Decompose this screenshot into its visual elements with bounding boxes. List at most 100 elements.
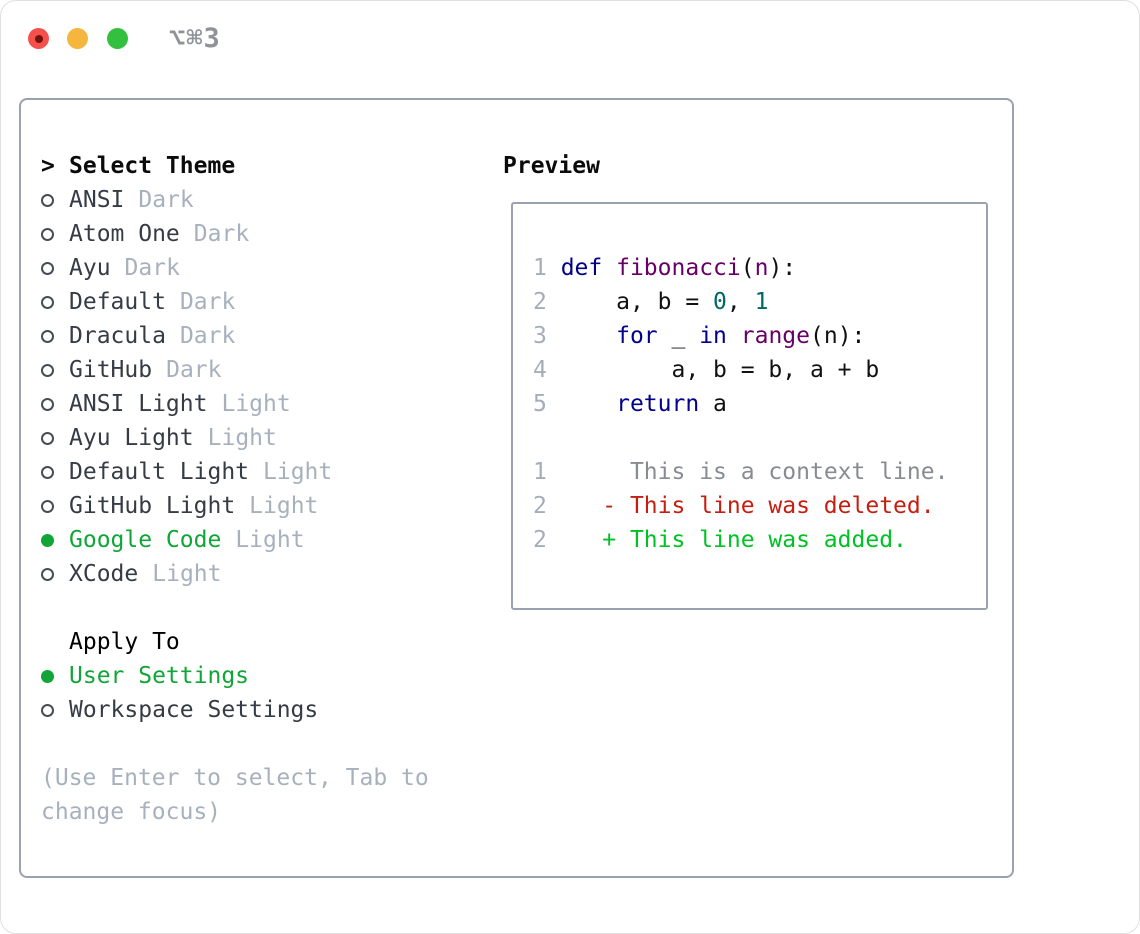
theme-option-ansi-label: ANSI: [69, 187, 125, 213]
theme-variant-badge: Light: [221, 391, 291, 417]
help-text: (Use Enter to select, Tab to change focu…: [41, 765, 429, 825]
theme-variant-badge: Dark: [166, 357, 222, 383]
code-token-ln: 2: [533, 289, 561, 315]
theme-variant-badge: Dark: [124, 255, 180, 281]
code-line: 1 def fibonacci(n):: [533, 251, 986, 285]
code-line: 2 - This line was deleted.: [533, 489, 986, 523]
theme-variant-badge: Dark: [179, 289, 236, 315]
apply-option-user-settings-label: User Settings: [69, 663, 250, 689]
theme-option-github-label: GitHub: [69, 357, 153, 383]
apply-option-workspace-settings-label: Workspace Settings: [69, 697, 319, 723]
code-token-kw: return: [616, 391, 700, 417]
code-token-pl: a: [699, 391, 727, 417]
radio-selected-icon: [41, 669, 54, 683]
code-token-ln: 1: [533, 255, 561, 281]
code-token-add: + This line was added.: [602, 527, 907, 553]
close-button-icon[interactable]: [28, 28, 49, 49]
radio-icon: [41, 261, 54, 275]
code-token-pl: [547, 527, 602, 553]
theme-variant-badge: Dark: [138, 187, 194, 213]
code-token-pl: [602, 255, 616, 281]
apply-to-title: Apply To: [69, 629, 180, 655]
code-token-pl: _: [657, 323, 700, 349]
radio-icon: [41, 227, 54, 241]
preview-section: Preview: [503, 149, 600, 183]
theme-list-header: > Select Theme: [41, 149, 487, 183]
theme-variant-badge: Light: [207, 425, 277, 451]
code-token-ln: 5: [533, 391, 561, 417]
code-token-ctx: This is a context line.: [629, 459, 949, 485]
close-button-dot-icon: [34, 34, 43, 43]
code-token-pl: (: [740, 255, 755, 281]
theme-option-ansi-light-label: ANSI Light: [69, 391, 208, 417]
code-line: 3 for _ in range(n):: [533, 319, 986, 353]
minimize-button-icon[interactable]: [67, 28, 88, 49]
code-token-kw: def: [560, 255, 603, 281]
code-token-num: 0: [713, 289, 727, 315]
code-token-pl: [727, 323, 741, 349]
theme-variant-badge: Light: [263, 459, 333, 485]
code-token-fn: n: [754, 255, 769, 281]
theme-option-ansi-light[interactable]: ANSI Light Light: [41, 387, 487, 421]
theme-option-dracula[interactable]: Dracula Dark: [41, 319, 487, 353]
theme-variant-badge: Light: [152, 561, 222, 587]
theme-option-google-code-label: Google Code: [69, 527, 222, 553]
radio-icon: [41, 703, 54, 717]
code-token-del: - This line was deleted.: [602, 493, 935, 519]
radio-icon: [41, 499, 54, 513]
code-token-ln: 3: [533, 323, 561, 349]
theme-variant-badge: Dark: [179, 323, 236, 349]
code-token-num: 1: [754, 289, 769, 315]
code-blank-line: [533, 421, 986, 455]
theme-option-ansi[interactable]: ANSI Dark: [41, 183, 487, 217]
theme-option-google-code[interactable]: Google Code Light: [41, 523, 487, 557]
radio-icon: [41, 363, 54, 377]
code-token-ln: 4: [533, 357, 561, 383]
radio-icon: [41, 465, 54, 479]
code-token-pl: [547, 459, 630, 485]
theme-variant-badge: Light: [235, 527, 305, 553]
apply-option-workspace-settings[interactable]: Workspace Settings: [41, 693, 487, 727]
code-token-kw: for: [616, 323, 658, 349]
code-token-ln: 2: [533, 527, 547, 553]
preview-title: Preview: [503, 153, 600, 179]
apply-to-header: Apply To: [41, 625, 487, 659]
radio-icon: [41, 193, 54, 207]
apply-option-user-settings[interactable]: User Settings: [41, 659, 487, 693]
radio-icon: [41, 431, 54, 445]
theme-option-xcode-label: XCode: [69, 561, 139, 587]
theme-variant-badge: Dark: [193, 221, 250, 247]
code-token-fn: fibonacci: [616, 255, 741, 281]
theme-option-atom-one-label: Atom One: [69, 221, 180, 247]
spacer: [41, 591, 487, 625]
code-token-pl: a, b = b, a + b: [560, 357, 880, 383]
theme-option-xcode[interactable]: XCode Light: [41, 557, 487, 591]
theme-option-github-light-label: GitHub Light: [69, 493, 236, 519]
radio-icon: [41, 329, 54, 343]
theme-variant-badge: Light: [249, 493, 319, 519]
radio-icon: [41, 397, 54, 411]
theme-list-title: Select Theme: [69, 153, 236, 179]
radio-icon: [41, 295, 54, 309]
code-line: 2 + This line was added.: [533, 523, 986, 557]
theme-option-github[interactable]: GitHub Dark: [41, 353, 487, 387]
zoom-button-icon[interactable]: [107, 28, 128, 49]
code-line: 2 a, b = 0, 1: [533, 285, 986, 319]
theme-option-atom-one[interactable]: Atom One Dark: [41, 217, 487, 251]
code-line: 1 This is a context line.: [533, 455, 986, 489]
title-bar: ⌥⌘3: [1, 1, 1139, 77]
theme-option-github-light[interactable]: GitHub Light Light: [41, 489, 487, 523]
theme-option-dracula-label: Dracula: [69, 323, 166, 349]
code-token-pl: [561, 391, 616, 417]
code-token-pl: ):: [768, 255, 797, 281]
